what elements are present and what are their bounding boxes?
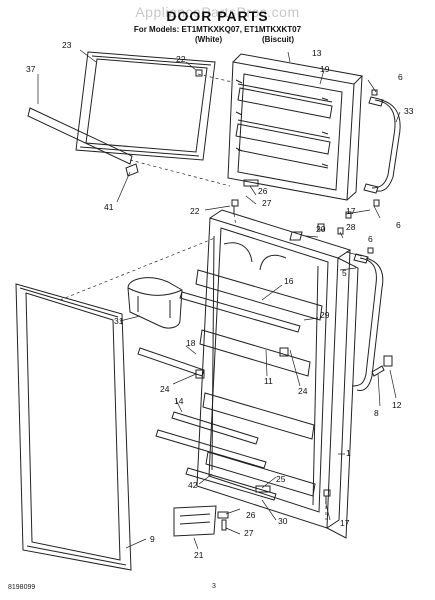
- callout-37: 37: [26, 64, 36, 74]
- callout-25: 25: [276, 474, 286, 484]
- dairy-door: [127, 277, 183, 329]
- fresh-food-door-liner: [195, 209, 352, 529]
- freezer-trim-strip: [27, 107, 133, 165]
- callout-5: 5: [342, 268, 347, 278]
- callout-16: 16: [284, 276, 294, 286]
- callout-23: 23: [62, 40, 72, 50]
- callout-9: 9: [150, 534, 155, 544]
- callout-18: 18: [186, 338, 196, 348]
- callout-29: 29: [320, 310, 330, 320]
- fresh-food-gasket: [15, 283, 132, 571]
- callout-24-left: 24: [160, 384, 170, 394]
- callout-22-mid: 22: [190, 206, 200, 216]
- fresh-food-door-handle: [351, 253, 384, 391]
- callout-13: 13: [312, 48, 322, 58]
- callout-33: 33: [404, 106, 414, 116]
- callout-27-top: 27: [262, 198, 272, 208]
- callout-12: 12: [392, 400, 402, 410]
- callout-21: 21: [194, 550, 204, 560]
- variant-white: (White): [195, 35, 223, 44]
- callout-19: 19: [320, 64, 330, 74]
- callout-27-bottom: 27: [244, 528, 254, 538]
- cover-21: [173, 505, 217, 537]
- callout-6-a: 6: [398, 72, 403, 82]
- callout-14: 14: [174, 396, 184, 406]
- callouts: 23 22 13 19 37 6 33 41 26 27 22 17 6 20 …: [26, 40, 414, 560]
- freezer-door-liner: [227, 53, 364, 201]
- callout-30: 30: [278, 516, 288, 526]
- callout-22-top: 22: [176, 54, 186, 64]
- callout-26-bottom: 26: [246, 510, 256, 520]
- callout-24-right: 24: [298, 386, 308, 396]
- callout-6-b: 6: [396, 220, 401, 230]
- callout-11: 11: [264, 376, 273, 386]
- alignment-lines: [59, 73, 327, 520]
- callout-8: 8: [374, 408, 379, 418]
- page-number: 3: [212, 583, 216, 590]
- callout-6-c: 6: [368, 234, 373, 244]
- models-line: For Models: ET1MTKXKQ07, ET1MTKXKT07: [133, 25, 302, 34]
- callout-20: 20: [316, 224, 326, 234]
- callout-17-top: 17: [346, 206, 356, 216]
- callout-31: 31: [114, 316, 124, 326]
- callout-28: 28: [346, 222, 356, 232]
- callout-leaders: [37, 49, 401, 550]
- callout-42: 42: [188, 480, 198, 490]
- variant-biscuit: (Biscuit): [262, 35, 294, 44]
- callout-41: 41: [104, 202, 114, 212]
- watermark: AppliancePartsPros.com: [135, 4, 300, 20]
- diagram-title: DOOR PARTS: [166, 8, 269, 24]
- fresh-food-outer-door: [326, 257, 359, 539]
- doc-number: 8198099: [8, 584, 36, 591]
- shelf-trims: [137, 291, 301, 501]
- freezer-door-handle: [363, 96, 401, 194]
- callout-26-top: 26: [258, 186, 268, 196]
- hardware-parts: [125, 69, 393, 531]
- freezer-door-gasket: [75, 51, 216, 161]
- callout-17-bottom: 17: [340, 518, 350, 528]
- callout-1: 1: [346, 448, 351, 458]
